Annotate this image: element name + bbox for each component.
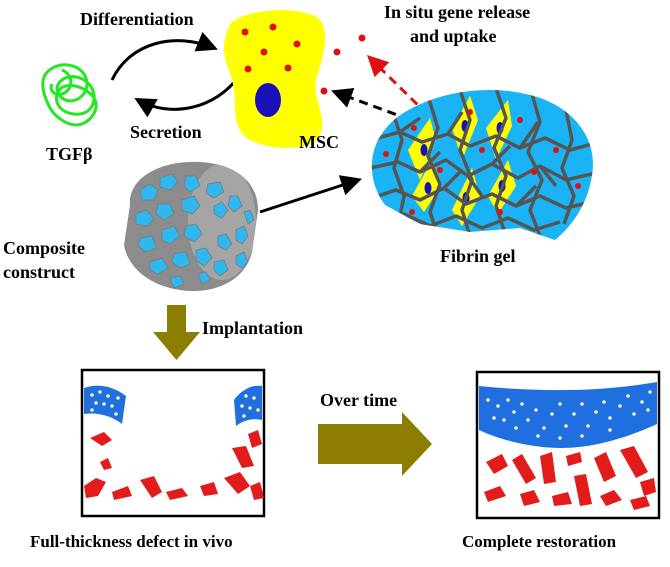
secretion-label: Secretion	[130, 122, 202, 142]
tgf-beta-strand-icon	[41, 63, 98, 127]
over-time-label: Over time	[320, 390, 398, 410]
differentiation-label: Differentiation	[80, 9, 194, 29]
fibrin-gel-label: Fibrin gel	[440, 246, 516, 266]
composite-label-line1: Composite	[3, 238, 85, 258]
msc-cell	[223, 10, 326, 148]
msc-label: MSC	[299, 132, 339, 152]
released-gene-dots	[320, 34, 366, 95]
over-time-arrow	[318, 412, 432, 476]
tgf-beta-label: TGFβ	[46, 144, 93, 164]
fibrin-gel	[371, 89, 593, 241]
defect-panel	[80, 368, 266, 518]
defect-caption: Full-thickness defect in vivo	[30, 532, 233, 551]
composite-label-line2: construct	[3, 262, 75, 282]
gene-release-label-line1: In situ gene release	[384, 2, 531, 22]
secretion-arrow	[134, 74, 242, 118]
construct-to-gel-arrow	[259, 175, 362, 214]
differentiation-arrow	[110, 31, 218, 81]
implantation-label: Implantation	[202, 318, 304, 338]
restoration-caption: Complete restoration	[462, 532, 617, 551]
composite-construct	[124, 161, 258, 292]
gene-release-label-line2: and uptake	[410, 26, 497, 46]
gene-release-dashed-arrow	[367, 55, 430, 117]
restoration-panel	[475, 370, 661, 520]
implantation-arrow	[153, 305, 200, 360]
